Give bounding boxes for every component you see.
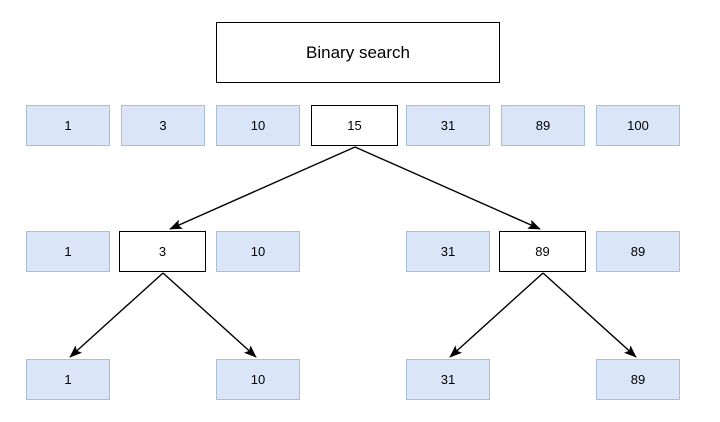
node-1-5: 31: [406, 105, 490, 146]
node-1-2: 3: [121, 105, 205, 146]
node-3-2: 10: [216, 359, 300, 400]
page-title: Binary search: [306, 42, 410, 62]
edge-3-to-10: [162, 272, 257, 358]
edge-15-to-89: [354, 146, 541, 230]
node-2-2-highlighted: 3: [119, 231, 206, 272]
node-2-1: 1: [26, 231, 110, 272]
node-3-3: 31: [406, 359, 490, 400]
node-1-3: 10: [216, 105, 300, 146]
node-1-1: 1: [26, 105, 110, 146]
edge-89-to-89: [542, 272, 637, 358]
node-3-1: 1: [26, 359, 110, 400]
edge-15-to-3: [169, 146, 356, 230]
edge-89-to-31: [449, 272, 544, 358]
node-2-5-highlighted: 89: [499, 231, 586, 272]
node-2-6: 89: [596, 231, 680, 272]
node-3-4: 89: [596, 359, 680, 400]
node-1-4-highlighted: 15: [311, 105, 398, 146]
node-2-4: 31: [406, 231, 490, 272]
node-1-6: 89: [501, 105, 585, 146]
node-2-3: 10: [216, 231, 300, 272]
diagram-title-box: Binary search: [216, 22, 500, 83]
node-1-7: 100: [596, 105, 680, 146]
edge-3-to-1: [69, 272, 164, 358]
